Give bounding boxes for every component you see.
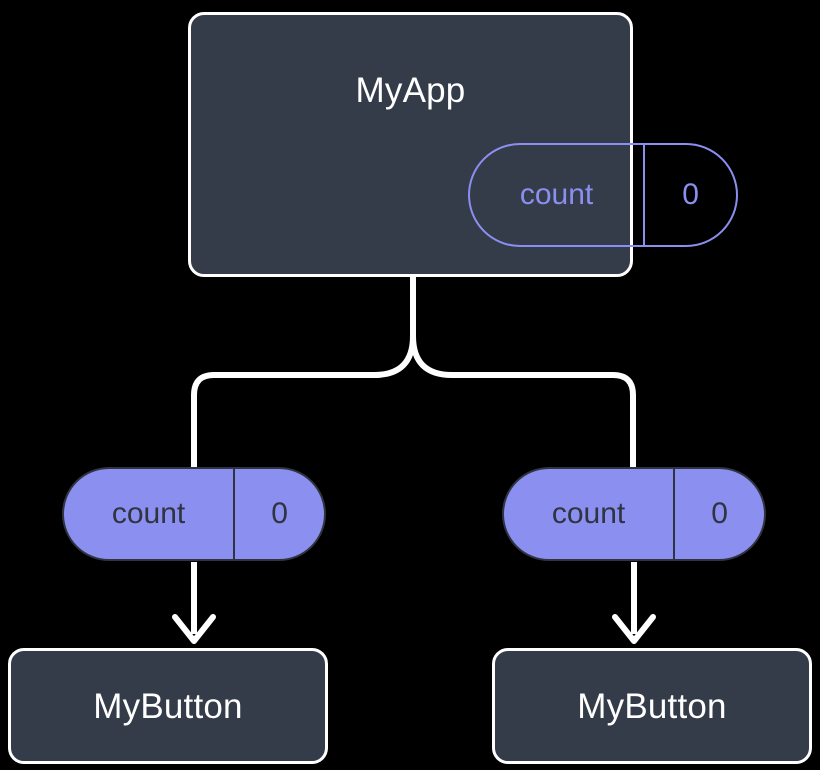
node-title-myapp: MyApp [355,71,466,110]
state-pill-myapp[interactable]: count 0 [468,143,738,247]
node-card-myapp[interactable]: MyApp count 0 [188,12,738,277]
node-card-mybutton-right[interactable]: MyButton [492,648,812,764]
state-pill-branch-left[interactable]: count 0 [62,467,326,561]
state-pill-value: 0 [233,469,324,559]
state-pill-key: count [551,497,626,530]
state-pill-value: 0 [673,469,764,559]
tree-fork-connector-left [191,333,416,470]
node-title-mybutton-left: MyButton [93,687,243,726]
tree-fork-connector [410,274,636,470]
state-pill-key: count [519,178,594,211]
node-card-mybutton-left[interactable]: MyButton [8,648,328,764]
state-pill-key: count [111,497,186,530]
node-title-mybutton-right: MyButton [577,687,727,726]
state-pill-value: 0 [643,145,736,245]
arrow-down-icon-right [612,614,656,644]
arrow-down-icon-left [172,614,216,644]
state-pill-branch-right[interactable]: count 0 [502,467,766,561]
